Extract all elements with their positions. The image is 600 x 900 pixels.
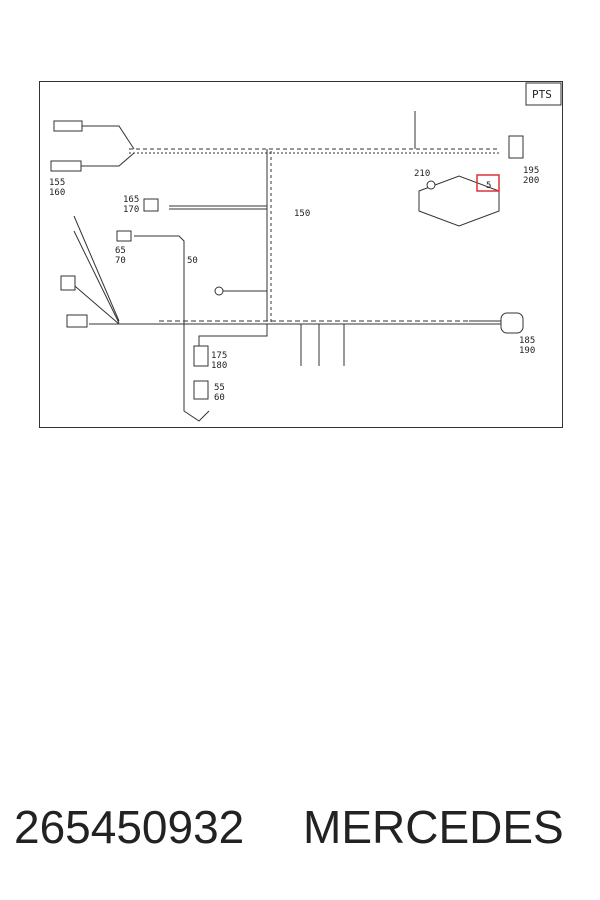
callout-210: 210: [414, 169, 430, 179]
callout-185: 185: [519, 336, 535, 346]
branch-line: [73, 215, 120, 322]
part-number: 265450932: [14, 801, 245, 853]
connector-fan: [60, 275, 76, 291]
callout-165: 165: [123, 195, 139, 205]
callout-180: 180: [211, 361, 227, 371]
callout-150: 150: [294, 209, 310, 219]
callout-155: 155: [49, 178, 65, 188]
callout-70: 70: [115, 256, 126, 266]
highlight-label: 5: [486, 181, 491, 191]
callout-160: 160: [49, 188, 65, 198]
connector-65: [116, 230, 132, 242]
callout-170: 170: [123, 205, 139, 215]
callout-200: 200: [523, 176, 539, 186]
callout-195: 195: [523, 166, 539, 176]
connector-185: [500, 312, 524, 334]
corner-label: PTS: [532, 88, 552, 101]
connector-155: [53, 120, 83, 132]
connector-195: [508, 135, 524, 159]
screw-210: [426, 180, 436, 190]
branch-line: [79, 152, 135, 167]
connector-sensor: [66, 314, 88, 328]
ring-terminal: [214, 286, 224, 296]
callout-190: 190: [519, 346, 535, 356]
diagram-frame: [39, 81, 563, 428]
callout-60: 60: [214, 393, 225, 403]
branch-line: [79, 125, 135, 150]
callout-55: 55: [214, 383, 225, 393]
callout-50: 50: [187, 256, 198, 266]
connector-175: [193, 345, 209, 367]
control-module: [418, 175, 500, 227]
connector-165: [143, 198, 159, 212]
connector-55: [193, 380, 209, 400]
branch-line: [134, 235, 210, 422]
wiring-diagram: 5 PTS 155 160 165 170 65 70 50 150 175 1…: [49, 82, 562, 422]
corner-label-box: [525, 82, 562, 106]
connector-160: [50, 160, 82, 172]
callout-65: 65: [115, 246, 126, 256]
branch-line: [198, 324, 268, 351]
brand-name: MERCEDES: [303, 801, 564, 853]
highlight-box: [476, 174, 500, 192]
callout-175: 175: [211, 351, 227, 361]
caption: 265450932 MERCEDES: [14, 800, 594, 860]
